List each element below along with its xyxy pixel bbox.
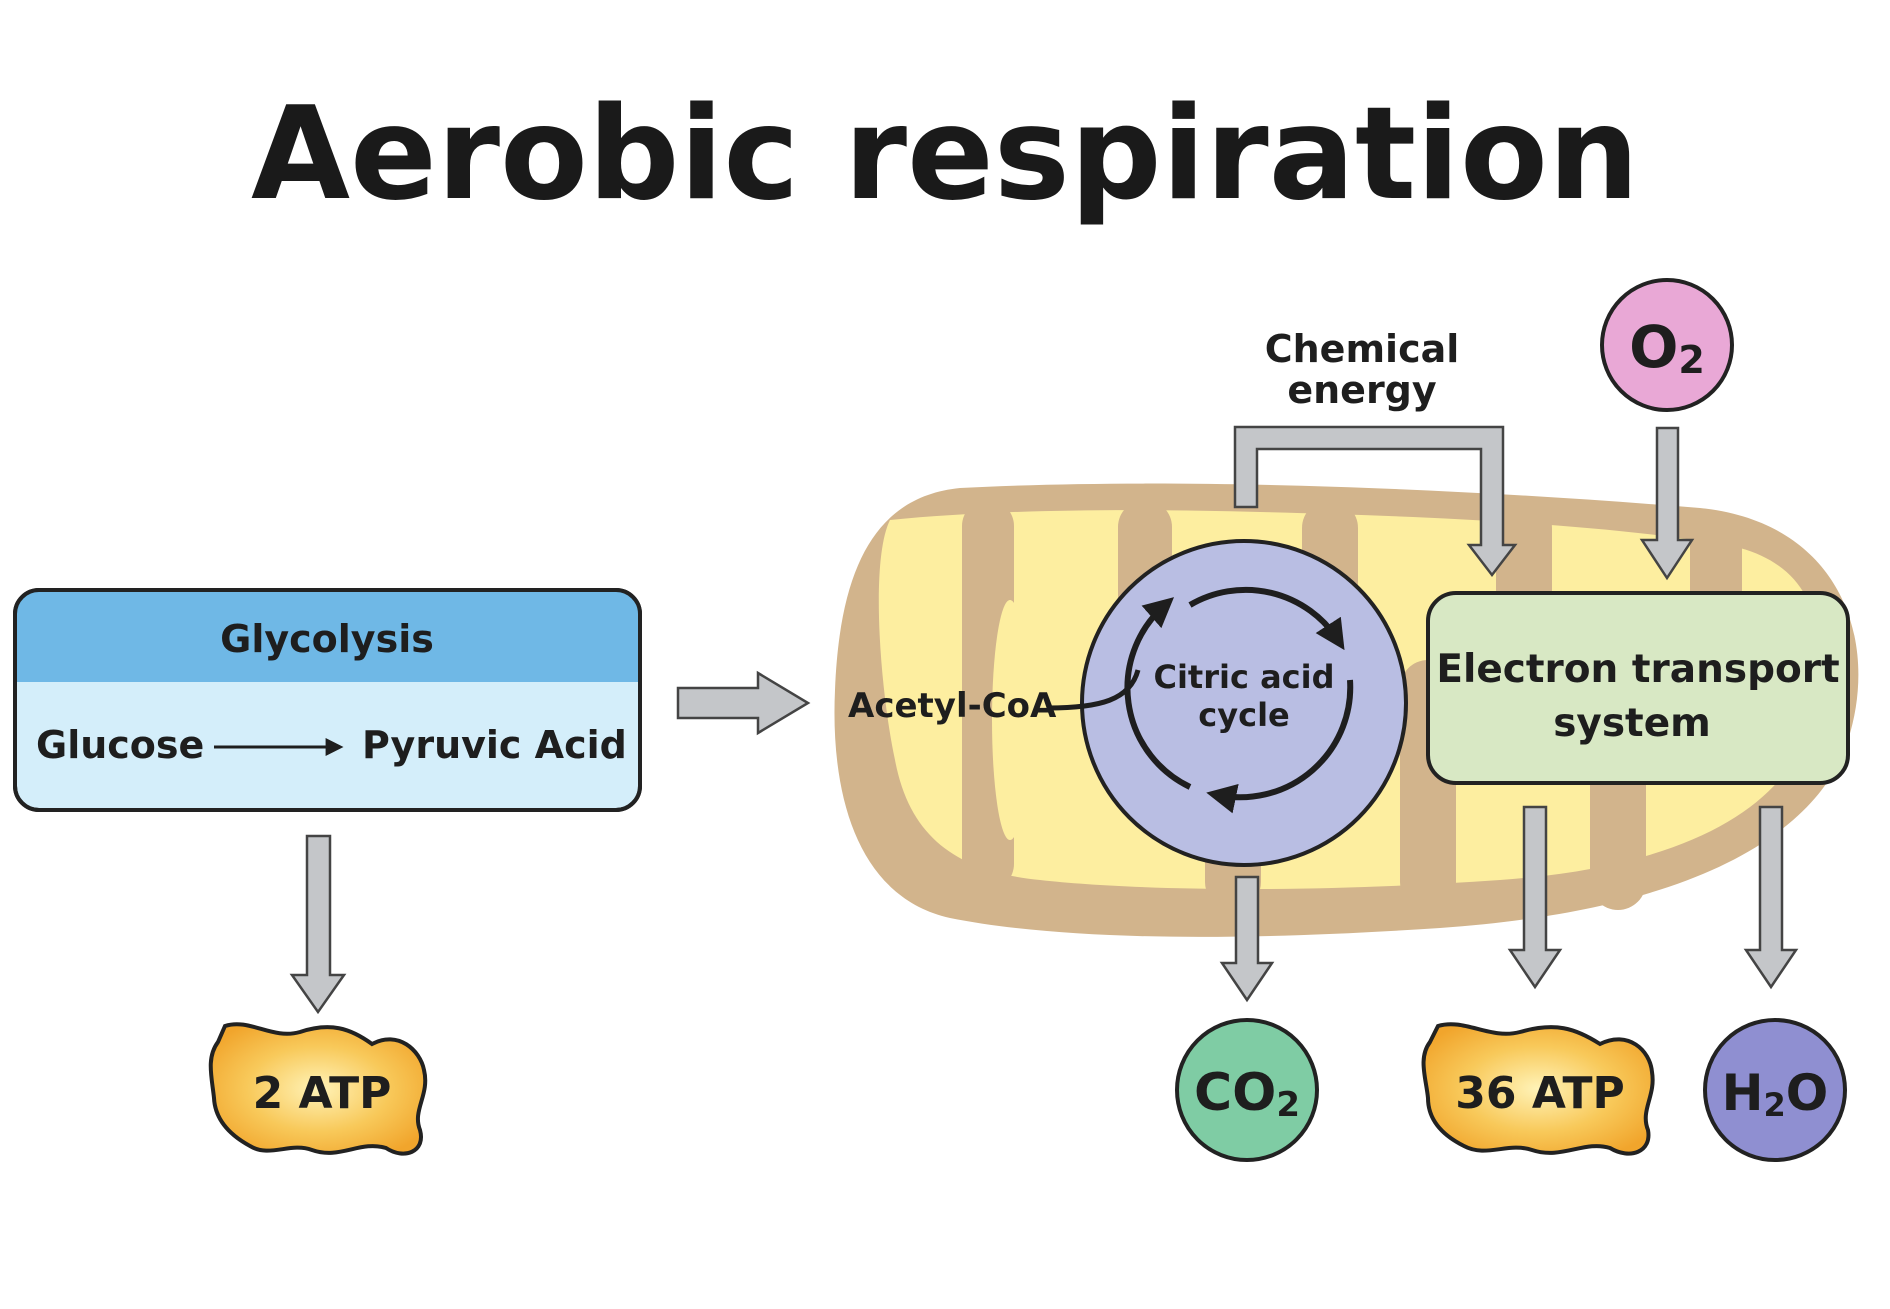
glycolysis-header-band bbox=[15, 590, 640, 682]
water-h: H bbox=[1722, 1064, 1764, 1122]
glycolysis-box: Glycolysis Glucose Pyruvic Acid bbox=[13, 588, 642, 812]
glycolysis-down-arrow bbox=[289, 834, 347, 1015]
ets-box bbox=[1426, 591, 1850, 785]
water-down-arrow bbox=[1743, 805, 1799, 990]
oxygen-circle bbox=[1600, 278, 1734, 412]
co2-symbol: CO bbox=[1194, 1063, 1276, 1123]
co2-circle bbox=[1175, 1018, 1319, 1162]
atp-blob-shape bbox=[208, 1022, 428, 1156]
cycle-arrow-bottom bbox=[1206, 679, 1354, 814]
chemical-energy-label-line2: energy bbox=[1287, 368, 1437, 412]
water-subscript: 2 bbox=[1764, 1086, 1786, 1124]
co2-molecule: CO2 bbox=[1175, 1018, 1319, 1162]
citric-acid-cycle: Citric acid cycle bbox=[1080, 539, 1408, 867]
page-title: Aerobic respiration bbox=[251, 80, 1639, 229]
atp-output-glycolysis: 2 ATP bbox=[208, 1022, 428, 1156]
ets-label-line1: Electron transport bbox=[1436, 647, 1839, 692]
atp-36-label: 36 ATP bbox=[1455, 1068, 1624, 1119]
oxygen-molecule: O2 bbox=[1600, 278, 1734, 412]
ets-label-line2: system bbox=[1553, 701, 1711, 746]
atp-blob-shape-36 bbox=[1421, 1022, 1655, 1156]
oxygen-subscript: 2 bbox=[1678, 338, 1704, 382]
atp-output-ets: 36 ATP bbox=[1421, 1022, 1655, 1156]
electron-transport-system: Electron transport system bbox=[1426, 591, 1850, 785]
pyruvic-acid-label: Pyruvic Acid bbox=[362, 723, 627, 767]
chemical-energy-arrow bbox=[1233, 425, 1518, 578]
water-molecule: H2O bbox=[1703, 1018, 1847, 1162]
water-circle bbox=[1703, 1018, 1847, 1162]
glycolysis-title: Glycolysis bbox=[220, 617, 434, 661]
co2-subscript: 2 bbox=[1276, 1085, 1300, 1125]
svg-text:H2O: H2O bbox=[1722, 1064, 1829, 1124]
co2-down-arrow bbox=[1219, 875, 1275, 1003]
chemical-energy-label-line1: Chemical bbox=[1265, 327, 1460, 371]
acetyl-coa-connector bbox=[1047, 669, 1141, 711]
glucose-label: Glucose bbox=[36, 723, 204, 767]
citric-acid-label-line1: Citric acid bbox=[1153, 658, 1334, 696]
atp-2-label: 2 ATP bbox=[253, 1068, 392, 1119]
svg-text:CO2: CO2 bbox=[1194, 1063, 1300, 1125]
oxygen-symbol: O bbox=[1629, 313, 1678, 381]
citric-acid-label-line2: cycle bbox=[1198, 696, 1289, 734]
glycolysis-to-mito-arrow bbox=[676, 670, 811, 736]
ets-atp-down-arrow bbox=[1507, 805, 1563, 990]
water-o: O bbox=[1786, 1064, 1829, 1122]
oxygen-down-arrow bbox=[1639, 426, 1695, 581]
svg-text:O2: O2 bbox=[1629, 313, 1705, 382]
cycle-arrow-top bbox=[1188, 586, 1345, 651]
acetyl-coa-label: Acetyl-CoA bbox=[848, 686, 1057, 726]
cycle-arrow-left bbox=[1124, 597, 1192, 790]
